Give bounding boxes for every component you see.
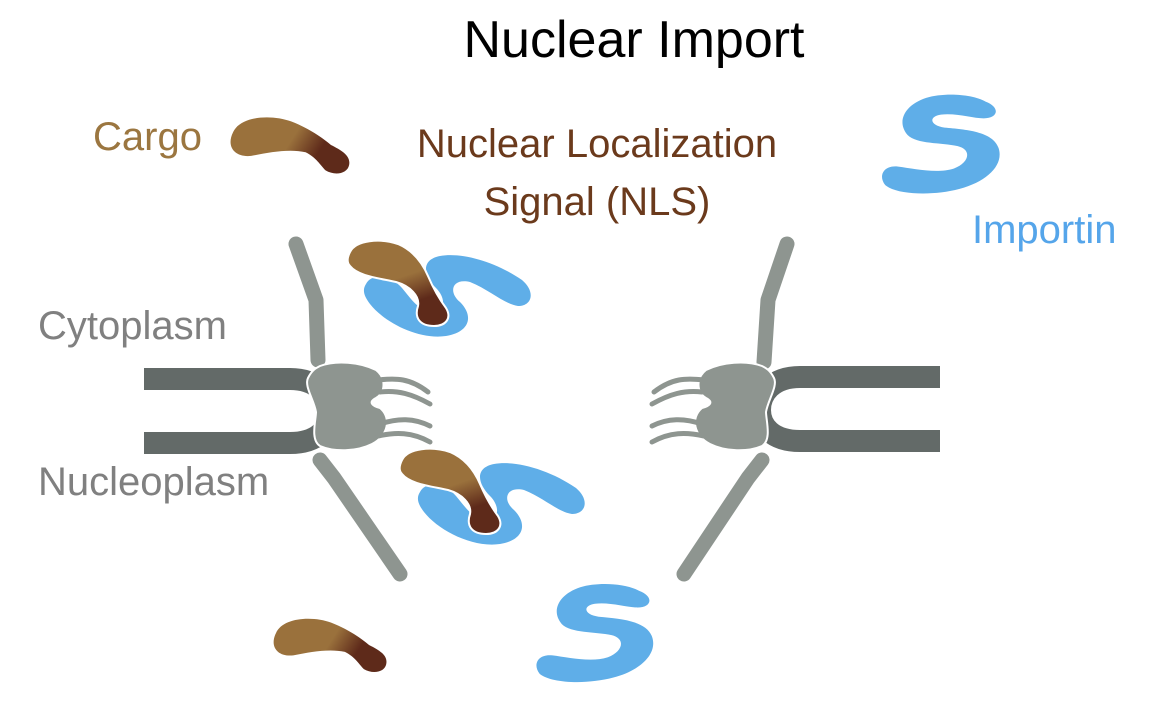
pore-filament-top-right <box>756 236 795 370</box>
pore-body-right <box>694 361 776 452</box>
nuclear-pore-right <box>649 236 940 582</box>
pore-body-left <box>306 361 388 452</box>
nucleoplasm-label: Nucleoplasm <box>38 460 270 504</box>
pore-filament-bottom-right <box>676 452 770 582</box>
importin-label: Importin <box>972 208 1117 252</box>
nls-label: Nuclear Localization Signal (NLS) <box>392 115 802 231</box>
diagram-title: Nuclear Import <box>463 11 805 69</box>
pore-fibrils-left <box>375 376 433 445</box>
pore-filament-bottom-left <box>312 452 408 582</box>
pore-filament-top-left <box>288 236 326 368</box>
pore-fibrils-right <box>649 376 707 445</box>
nuclear-envelope-right <box>748 366 940 452</box>
cargo-protein-top <box>230 117 350 174</box>
cargo-protein-bottom <box>273 618 387 673</box>
cargo-in-complex <box>346 239 450 328</box>
importin-bottom <box>536 584 654 683</box>
cargo-importin-complex-cytoplasm <box>346 239 531 337</box>
nuclear-pore-left <box>144 236 433 582</box>
nuclear-envelope-left <box>144 368 342 454</box>
cargo-in-complex-2 <box>398 447 502 536</box>
importin-in-complex-2 <box>417 463 585 545</box>
cytoplasm-label: Cytoplasm <box>38 304 227 348</box>
importin-in-complex <box>363 255 531 337</box>
cargo-importin-complex-nucleoplasm <box>398 447 585 545</box>
cargo-label: Cargo <box>93 115 202 159</box>
importin-top-right <box>882 94 1000 194</box>
nls-label-line1: Nuclear Localization <box>416 122 778 166</box>
nls-label-line2: Signal (NLS) <box>483 180 711 224</box>
